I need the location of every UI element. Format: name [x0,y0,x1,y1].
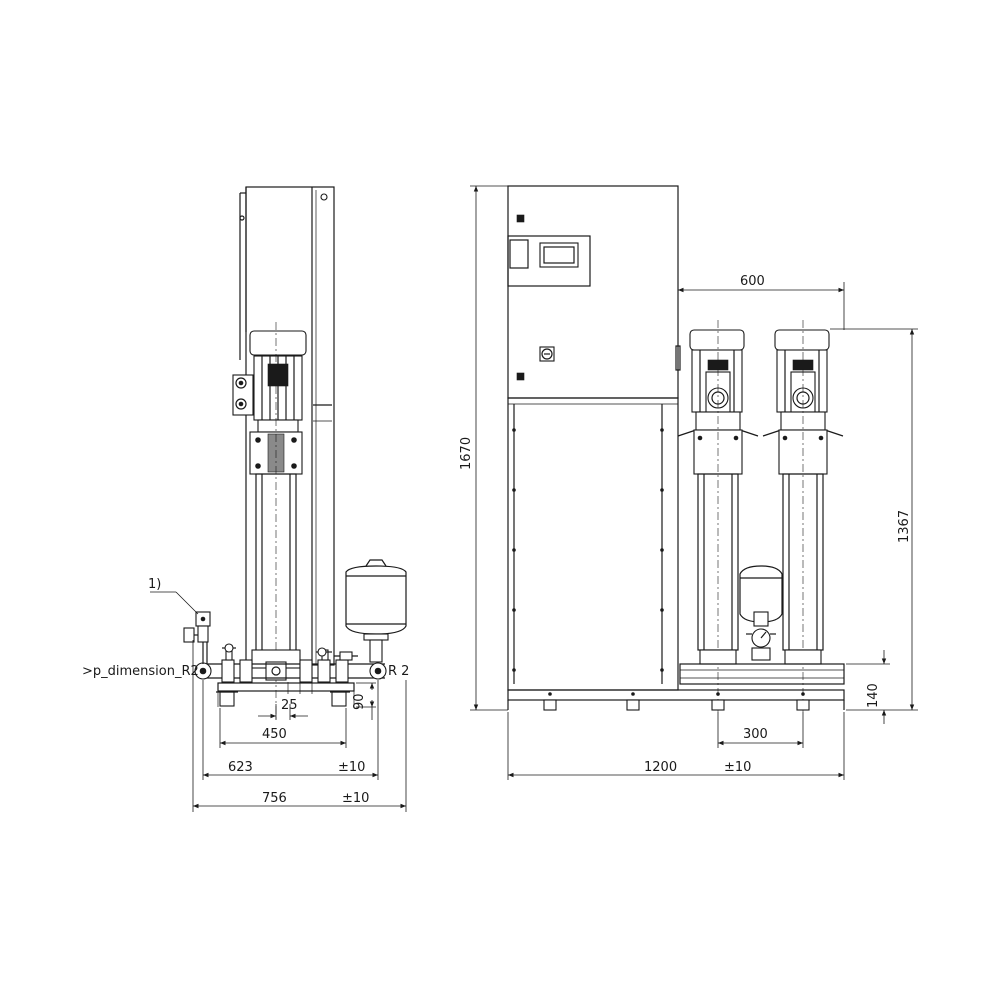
dim-frame-width: 450 [262,727,287,742]
side-dimensions: 25 90 450 623 ±10 756 [192,640,407,812]
dim-overall-width-tolerance: ±10 [342,791,369,806]
base-frame-front [507,663,845,711]
dim-base-height-front: 140 [866,683,881,708]
side-view: 1) >p_dimension_R2 R 2 25 90 450 [82,186,409,812]
front-dimensions: 1670 600 1367 140 300 [459,185,918,780]
control-cabinet-front [507,185,681,691]
note-1-label: 1) [148,577,161,592]
dim-overall-width-front: 1200 [644,760,677,775]
pump-motor-side [232,322,307,720]
dim-overall-width-front-tolerance: ±10 [724,760,751,775]
pressure-vessel-front [739,565,783,661]
side-annotations: 1) >p_dimension_R2 R 2 [82,577,409,679]
base-frame-side [216,682,355,707]
left-connection-label: >p_dimension_R2 [82,664,199,679]
dim-pump-spacing: 300 [743,727,768,742]
pressure-switch-assembly [183,611,211,664]
dim-pump-height: 1367 [897,510,912,543]
pressure-vessel-side [345,559,407,663]
front-view: 1670 600 1367 140 300 [459,185,918,780]
right-connection-label: R 2 [388,664,409,679]
dim-pipe-offset: 25 [281,698,298,713]
dim-pump-spacing-top: 600 [740,274,765,289]
dim-overall-height: 1670 [459,437,474,470]
dim-overall-width: 756 [262,791,287,806]
pump-unit-1 [677,320,759,714]
manifold-side [194,643,387,683]
pump-unit-2 [762,320,844,714]
dim-total-width-tolerance: ±10 [338,760,365,775]
dim-total-width: 623 [228,760,253,775]
dim-base-height: 90 [352,693,367,710]
